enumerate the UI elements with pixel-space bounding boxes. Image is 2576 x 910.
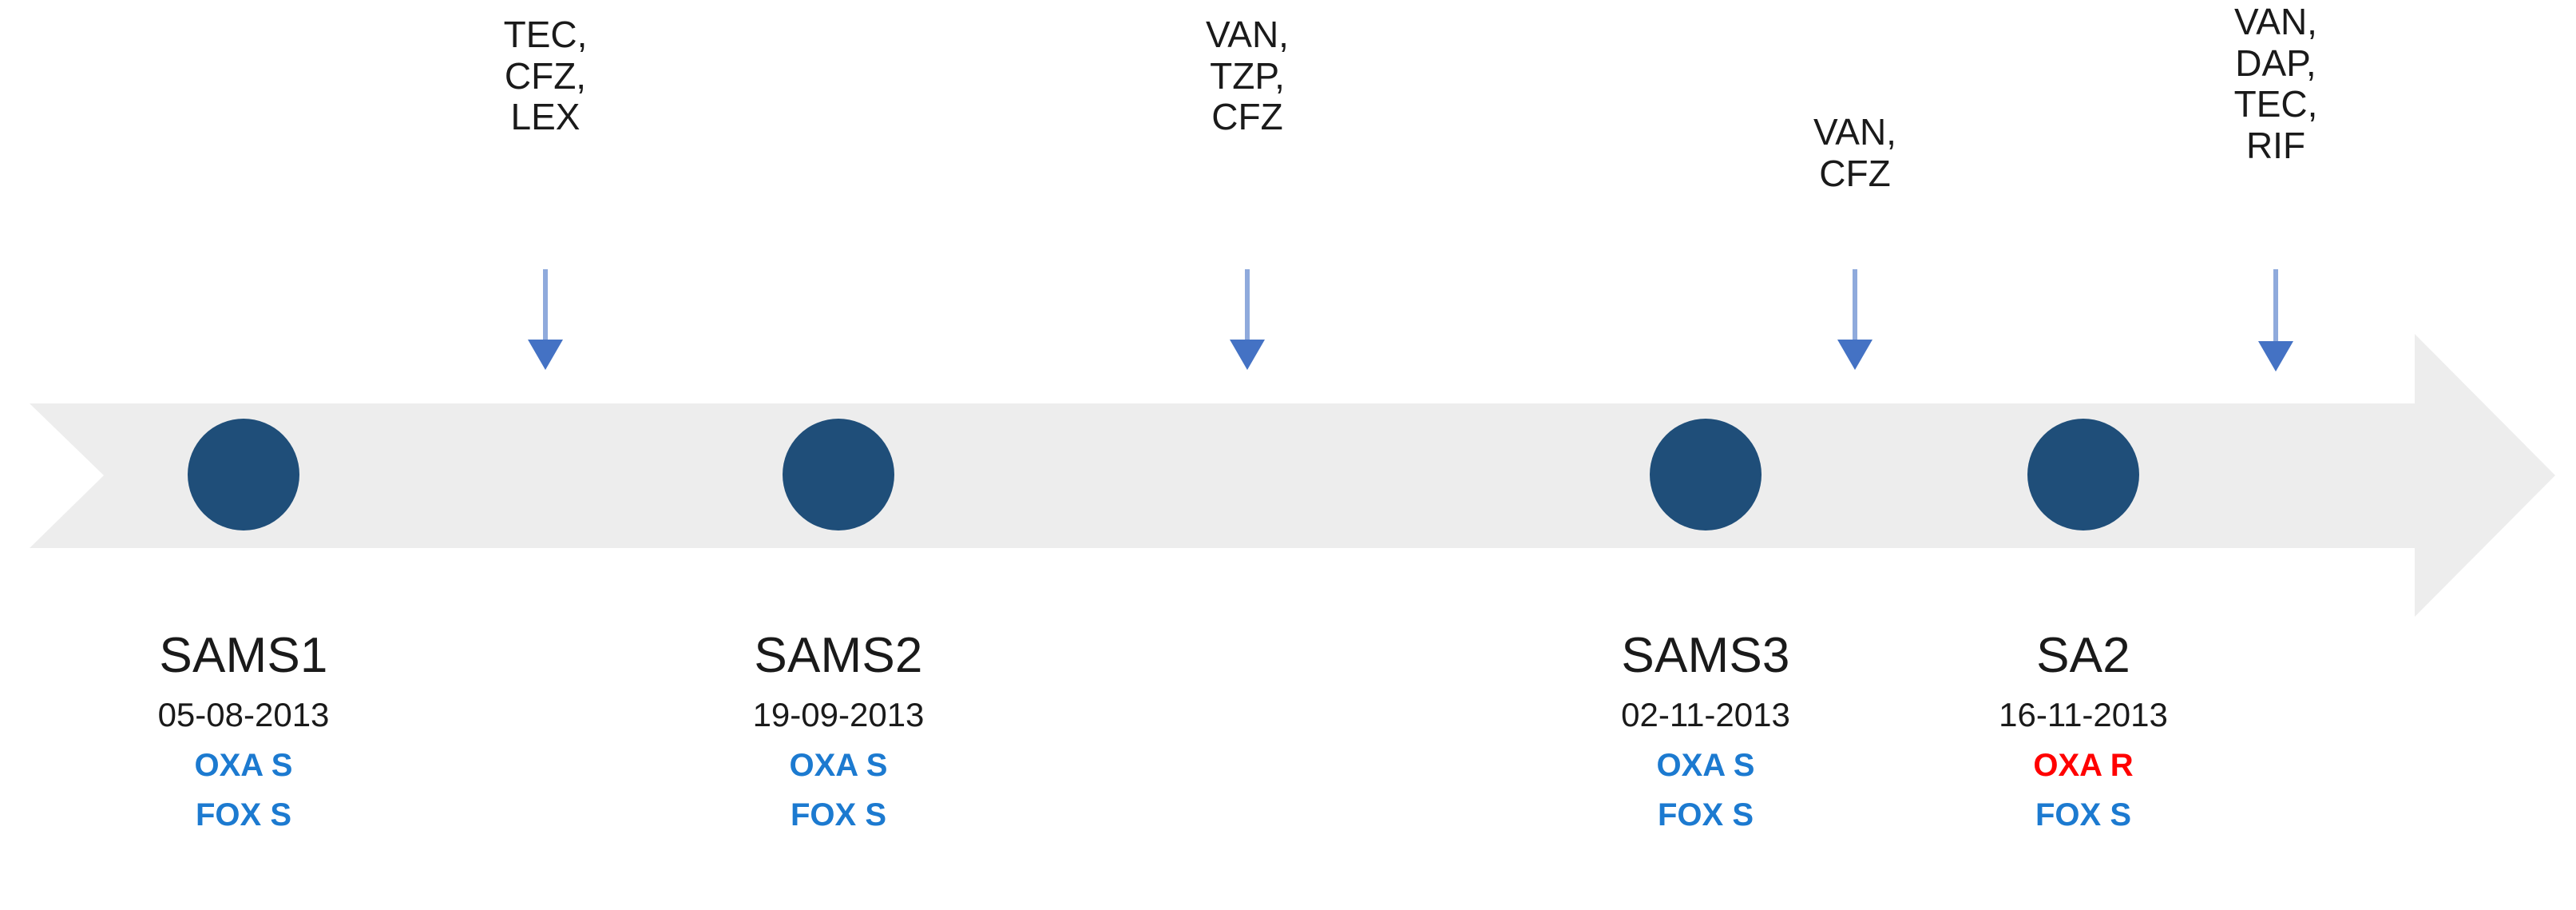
- node-date-2: 19-09-2013: [752, 696, 925, 733]
- node-date-4: 16-11-2013: [1999, 696, 2168, 733]
- node-result-fox-4: FOX S: [2035, 797, 2132, 833]
- node-result-fox-2: FOX S: [790, 797, 887, 833]
- node-result-fox-1: FOX S: [195, 797, 292, 833]
- annotation-4-line-2: DAP,: [2235, 42, 2316, 84]
- treatment-annotation-3: VAN, CFZ: [1695, 111, 2015, 194]
- annotation-1-line-3: LEX: [510, 96, 581, 138]
- node-name-1: SAMS1: [159, 628, 328, 683]
- annotation-connector-arrow-3: [1837, 269, 1873, 370]
- timeline-node-marker-1[interactable]: [188, 419, 299, 531]
- connector-arrowhead-icon-1: [528, 340, 563, 370]
- node-result-oxa-4: OXA R: [2033, 748, 2134, 783]
- timeline-node-label-4: SA2 16-11-2013 OXA R FOX S: [1900, 628, 2267, 833]
- connector-arrowhead-icon-2: [1230, 340, 1265, 370]
- annotation-connector-arrow-4: [2258, 269, 2293, 372]
- annotation-4-line-4: RIF: [2245, 124, 2306, 166]
- timeline-node-label-3: SAMS3 02-11-2013 OXA S FOX S: [1522, 628, 1889, 833]
- annotation-1-line-2: CFZ,: [504, 54, 587, 97]
- node-result-fox-3: FOX S: [1657, 797, 1754, 833]
- timeline-node-label-2: SAMS2 19-09-2013 OXA S FOX S: [655, 628, 1022, 833]
- timeline-node-marker-4[interactable]: [2027, 419, 2139, 531]
- node-name-3: SAMS3: [1621, 628, 1790, 683]
- annotation-2-line-1: VAN,: [1206, 14, 1289, 55]
- annotation-1-line-1: TEC,: [503, 14, 588, 55]
- connector-shaft-2: [1245, 269, 1250, 340]
- timeline-node-marker-2[interactable]: [783, 419, 894, 531]
- connector-arrowhead-icon-4: [2258, 341, 2293, 372]
- node-name-2: SAMS2: [754, 628, 923, 683]
- timeline-arrow-shape: [30, 334, 2555, 617]
- node-result-oxa-3: OXA S: [1656, 748, 1755, 783]
- timeline-node-marker-3[interactable]: [1650, 419, 1762, 531]
- node-result-oxa-2: OXA S: [789, 748, 888, 783]
- annotation-connector-arrow-2: [1230, 269, 1265, 370]
- connector-shaft-1: [543, 269, 548, 340]
- connector-shaft-4: [2273, 269, 2278, 341]
- connector-shaft-3: [1853, 269, 1857, 340]
- annotation-4-line-3: TEC,: [2233, 83, 2318, 125]
- annotation-2-line-2: TZP,: [1210, 54, 1285, 97]
- annotation-3-line-2: CFZ: [1819, 152, 1891, 194]
- annotation-3-line-1: VAN,: [1813, 111, 1896, 153]
- timeline-node-label-1: SAMS1 05-08-2013 OXA S FOX S: [60, 628, 427, 833]
- treatment-annotation-2: VAN, TZP, CFZ: [1088, 14, 1407, 138]
- annotation-2-line-3: CFZ: [1211, 96, 1283, 138]
- connector-arrowhead-icon-3: [1837, 340, 1873, 370]
- treatment-annotation-4: VAN, DAP, TEC, RIF: [2116, 1, 2435, 166]
- annotation-4-line-1: VAN,: [2234, 1, 2317, 42]
- treatment-annotation-1: TEC, CFZ, LEX: [386, 14, 705, 138]
- node-name-4: SA2: [2036, 628, 2130, 683]
- annotation-connector-arrow-1: [528, 269, 563, 370]
- node-result-oxa-1: OXA S: [194, 748, 293, 783]
- node-date-3: 02-11-2013: [1621, 696, 1790, 733]
- node-date-1: 05-08-2013: [157, 696, 330, 733]
